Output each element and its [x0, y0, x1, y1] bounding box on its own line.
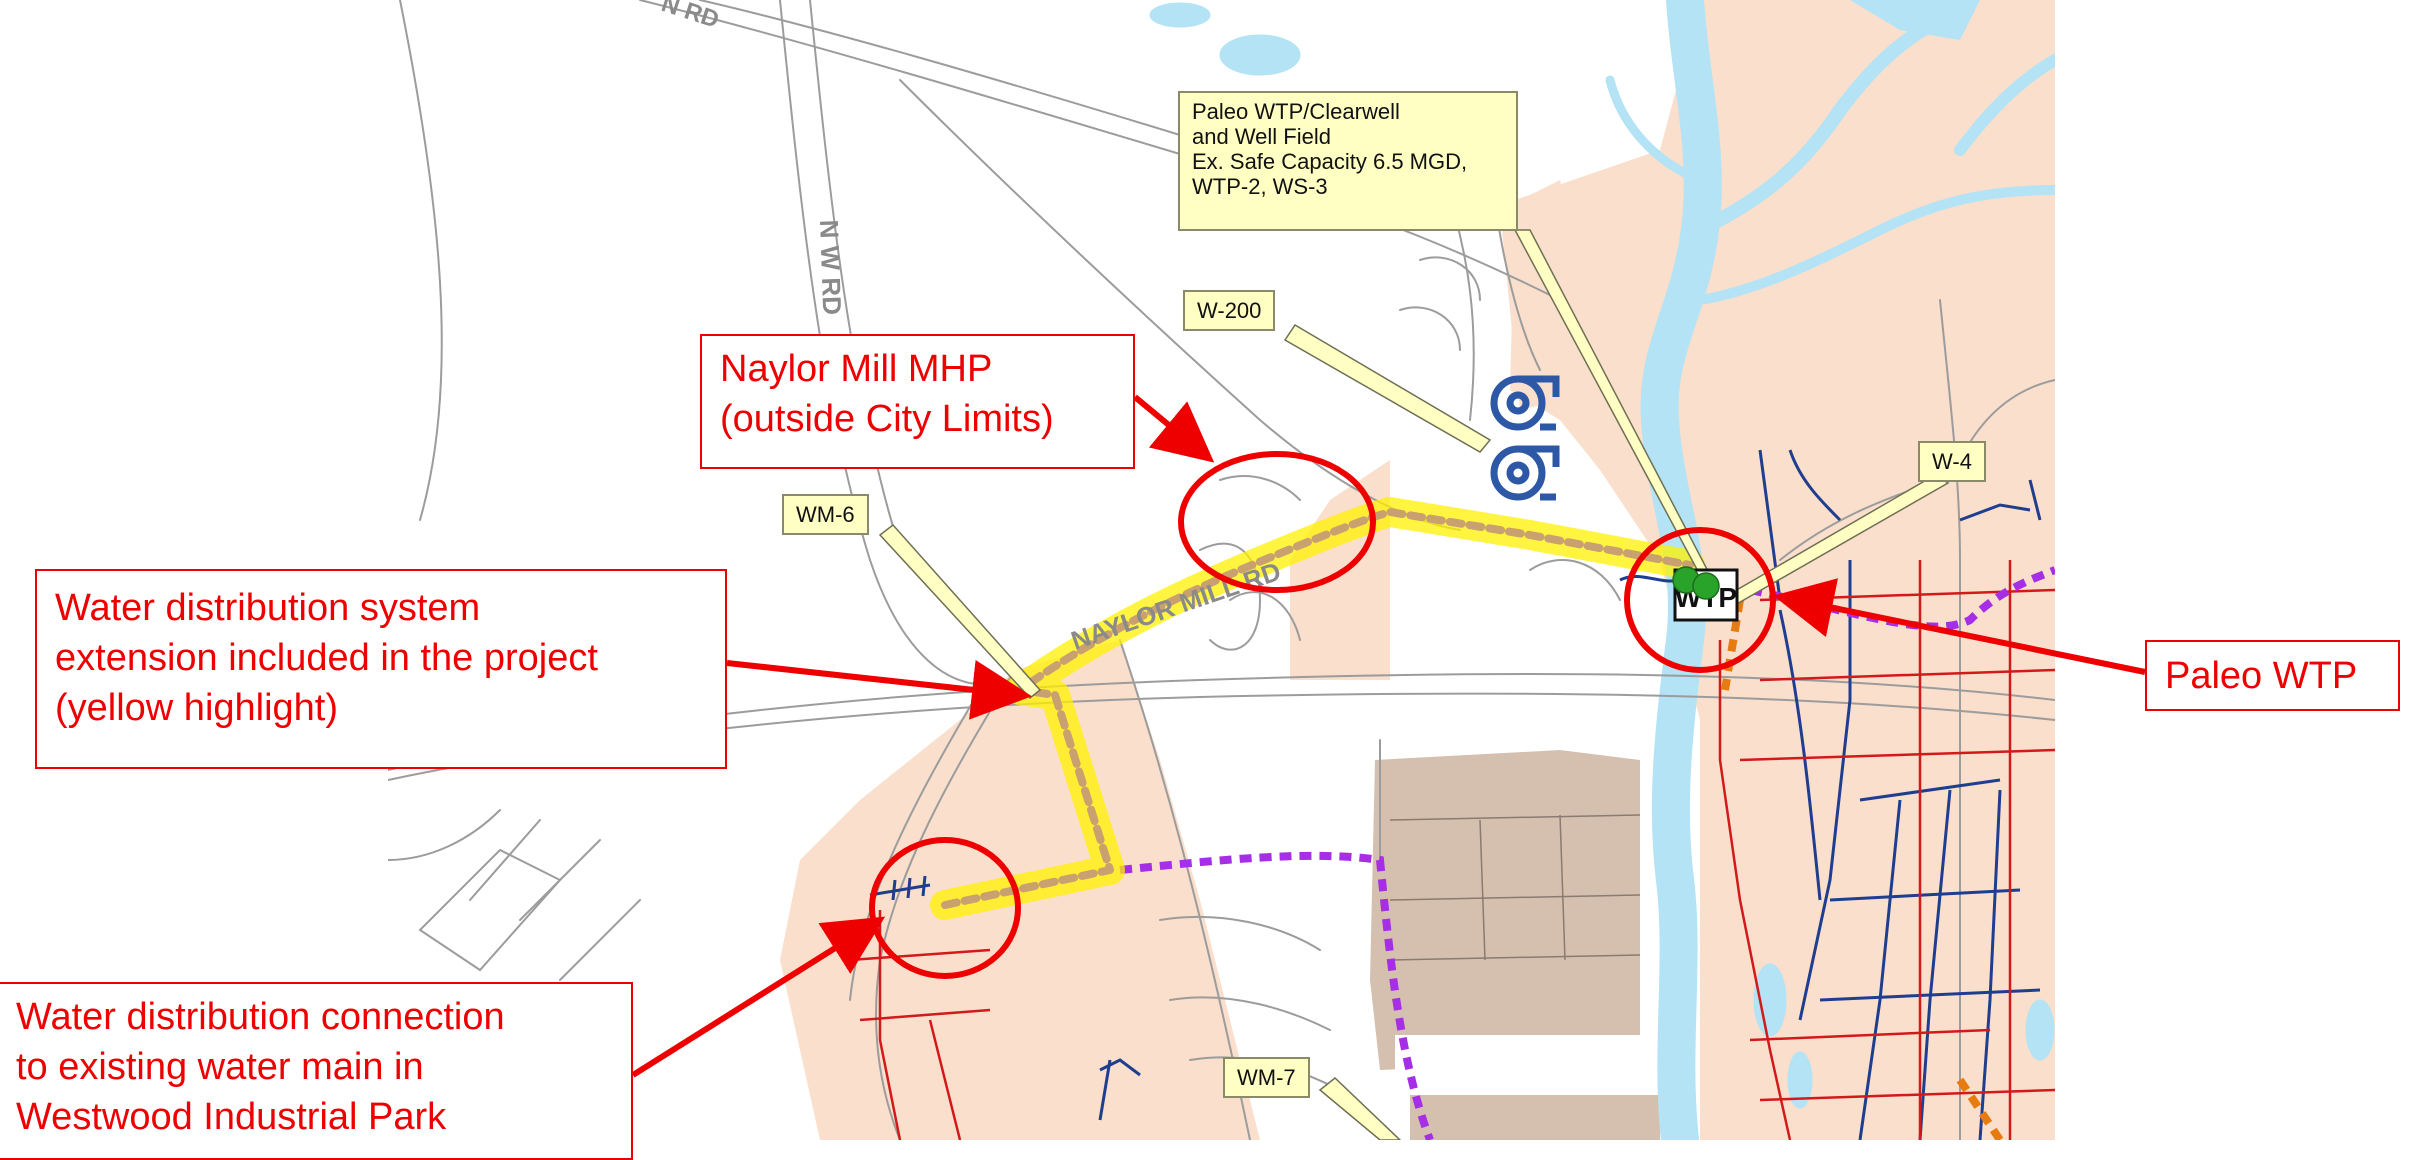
industrial-area-south [1410, 1095, 1660, 1140]
pump-station-icon [1490, 375, 1560, 501]
callout-line: to existing water main in [16, 1046, 424, 1088]
label-leader-lines [878, 229, 1950, 1140]
arrow-extension [726, 659, 1032, 720]
industrial-lot-lines [1389, 814, 1641, 961]
arrow-naylor-mill-mhp [1133, 394, 1215, 463]
label-wm7: WM-7 [1223, 1057, 1310, 1098]
label-line: Paleo WTP/Clearwell [1192, 99, 1400, 124]
callout-naylor-mill-mhp: Naylor Mill MHP (outside City Limits) [700, 334, 1135, 469]
callout-line: (outside City Limits) [720, 398, 1054, 440]
creek [1149, 0, 2055, 1140]
label-wm6: WM-6 [782, 494, 869, 535]
circle-naylor-mill-mhp [1178, 451, 1376, 593]
callout-line: Naylor Mill MHP [720, 348, 993, 390]
callout-arrows [631, 394, 2146, 1078]
label-line: Ex. Safe Capacity 6.5 MGD, [1192, 149, 1468, 174]
arrow-connection [631, 916, 886, 1078]
project-extension-highlight [930, 497, 1705, 920]
callout-line: Westwood Industrial Park [16, 1096, 447, 1138]
circle-connection [869, 837, 1021, 979]
callout-line: Water distribution system [55, 587, 481, 629]
label-line: and Well Field [1192, 124, 1331, 149]
label-line: WTP-2, WS-3 [1192, 174, 1328, 199]
existing-water-main-blue [869, 449, 2042, 1140]
callout-paleo-wtp: Paleo WTP [2145, 640, 2400, 711]
city-limit-line [1119, 566, 2055, 1140]
arrow-paleo-wtp [1773, 578, 2146, 675]
circle-paleo-wtp [1624, 527, 1776, 673]
callout-line: (yellow highlight) [55, 687, 339, 729]
white-gap [1395, 1035, 1670, 1090]
callout-line: extension included in the project [55, 637, 598, 679]
callout-extension: Water distribution system extension incl… [35, 569, 727, 769]
orange-boundary [1721, 599, 2004, 1140]
callout-line: Water distribution connection [16, 996, 505, 1038]
label-w4: W-4 [1918, 441, 1986, 482]
well-dot-icon [1672, 566, 1720, 600]
road-label-nw-rd: N W RD [814, 219, 847, 315]
industrial-area [1370, 750, 1640, 1070]
label-w200: W-200 [1183, 290, 1276, 331]
callout-connection: Water distribution connection to existin… [0, 982, 633, 1160]
highlight-circles [869, 451, 1776, 979]
label-paleo-wtp-clearwell: Paleo WTP/Clearwell and Well Field Ex. S… [1178, 91, 1518, 231]
